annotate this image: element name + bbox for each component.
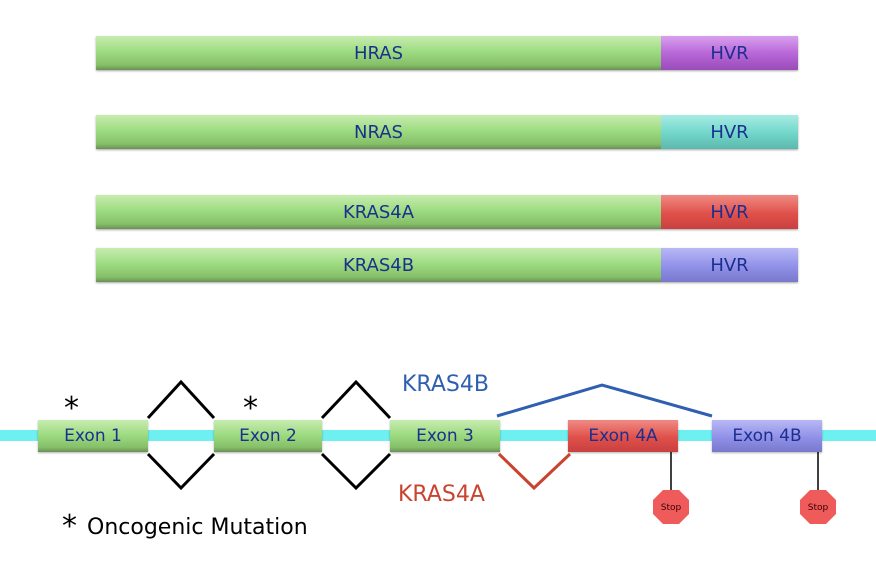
exon-4b: Exon 4B (712, 420, 822, 452)
stop-sign-4a (653, 490, 689, 524)
protein-label-nras: NRAS (96, 115, 661, 149)
exon-3: Exon 3 (390, 420, 500, 452)
kras4b-splice-connector (496, 383, 713, 418)
isoform-label-kras4a: KRAS4A (398, 482, 485, 507)
protein-bar-kras4a: KRAS4A HVR (96, 195, 798, 229)
legend-symbol: * (62, 509, 77, 544)
exon-1: Exon 1 (38, 420, 148, 452)
legend: * Oncogenic Mutation (62, 512, 308, 542)
hvr-label-hras: HVR (661, 36, 798, 70)
mutation-mark-exon-1: * (64, 391, 79, 426)
hvr-label-nras: HVR (661, 115, 798, 149)
splice-connector-1-2-bottom (146, 452, 216, 491)
stop-label-4a: Stop (661, 503, 682, 513)
splice-connector-2-3-top (320, 379, 392, 420)
stop-sign-4b (800, 490, 836, 524)
exon-4a: Exon 4A (568, 420, 678, 452)
hvr-label-kras4a: HVR (661, 195, 798, 229)
stop-label-4b: Stop (808, 503, 829, 513)
protein-label-hras: HRAS (96, 36, 661, 70)
kras4a-splice-connector (497, 452, 572, 491)
protein-label-kras4b: KRAS4B (96, 248, 661, 282)
protein-bar-hras: HRAS HVR (96, 36, 798, 70)
splice-connector-2-3-bottom (320, 452, 392, 491)
legend-text: Oncogenic Mutation (87, 514, 308, 540)
mutation-mark-exon-2: * (243, 391, 258, 426)
exon-2: Exon 2 (214, 420, 322, 452)
protein-bar-kras4b: KRAS4B HVR (96, 248, 798, 282)
isoform-label-kras4b: KRAS4B (402, 372, 489, 397)
splice-connector-1-2-top (146, 379, 216, 420)
protein-label-kras4a: KRAS4A (96, 195, 661, 229)
hvr-label-kras4b: HVR (661, 248, 798, 282)
protein-bar-nras: NRAS HVR (96, 115, 798, 149)
